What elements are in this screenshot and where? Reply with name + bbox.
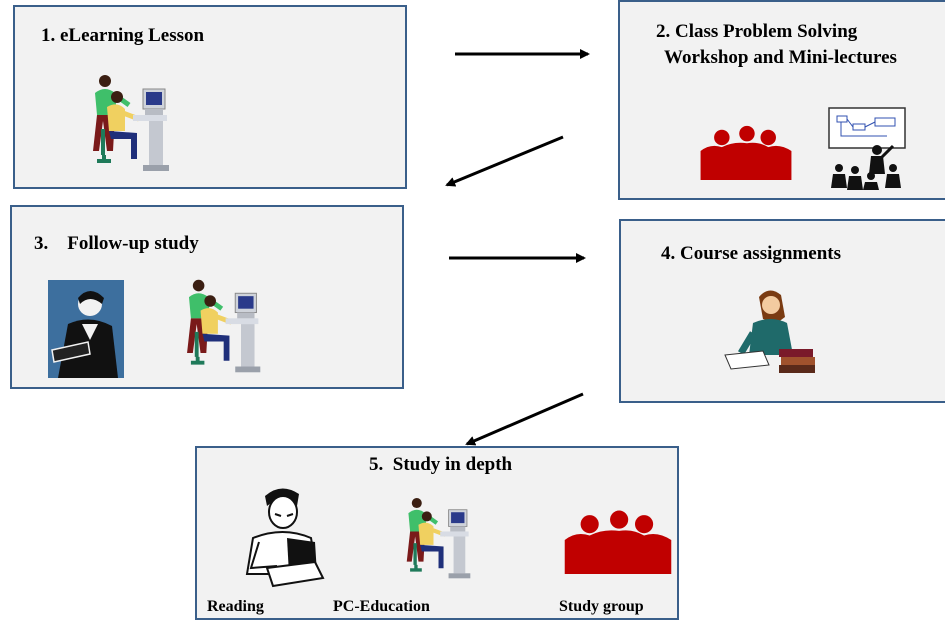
reading-person-icon <box>48 280 124 378</box>
step-2-title-line2: Workshop and Mini-lectures <box>664 47 897 68</box>
label-study-group: Study group <box>559 598 644 615</box>
arrow-2-to-3 <box>445 135 564 187</box>
step-1-box: 1. eLearning Lesson <box>13 5 407 189</box>
step-3-box: 3. Follow-up study <box>10 205 404 389</box>
mini-lecture-icon <box>828 107 906 190</box>
step-5-box: 5. Study in depth Reading PC-Education S… <box>195 446 679 620</box>
step-2-box: 2. Class Problem Solving Workshop and Mi… <box>618 0 945 200</box>
step-2-title-line1: 2. Class Problem Solving <box>656 21 858 42</box>
step-5-title: 5. Study in depth <box>369 454 513 475</box>
step-4-title: 4. Course assignments <box>661 243 841 264</box>
reading-icon <box>245 488 325 588</box>
writing-student-icon <box>724 290 815 373</box>
step-4-box: 4. Course assignments <box>619 219 945 403</box>
step-3-title: 3. Follow-up study <box>34 233 199 254</box>
arrow-4-to-5 <box>465 392 584 446</box>
label-pc-education: PC-Education <box>333 598 430 615</box>
label-reading: Reading <box>207 598 264 615</box>
step-1-title: 1. eLearning Lesson <box>41 25 205 46</box>
